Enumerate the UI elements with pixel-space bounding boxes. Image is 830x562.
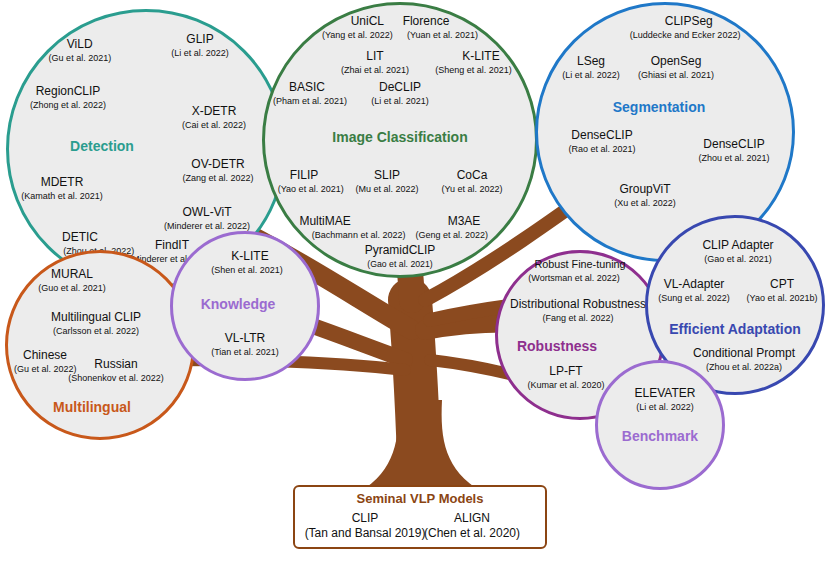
citation-text: (Shonenkov et al. 2022) [68, 374, 164, 384]
citation-text: (Li et al. 2022) [171, 49, 229, 59]
citation-text: (Gu et al. 2021) [49, 54, 112, 64]
citation-text: (Carlsson et al. 2022) [53, 327, 139, 337]
citation-text: (Sheng et al. 2021) [435, 66, 512, 76]
citation-text: (Gu et al. 2022) [14, 365, 77, 375]
citation-text: (Tian et al. 2021) [211, 348, 279, 358]
model-name: RegionCLIP [36, 85, 101, 98]
citation-text: (Zhai et al. 2021) [341, 66, 409, 76]
model-name: GLIP [186, 33, 213, 46]
model-name: Russian [94, 358, 137, 371]
model-name: CLIP [352, 512, 379, 525]
citation-text: (Kamath et al. 2021) [21, 192, 103, 202]
category-heading: Benchmark [622, 429, 698, 444]
category-heading: Efficient Adaptation [669, 322, 801, 337]
model-name: DeCLIP [379, 81, 421, 94]
model-name: CLIPSeg [665, 15, 713, 28]
citation-text: (Gao et al. 2021) [367, 260, 432, 270]
model-name: MDETR [41, 176, 84, 189]
model-name: CoCa [457, 169, 488, 182]
citation-text: (Shen et al. 2021) [211, 266, 283, 276]
citation-text: (Zhou et al. 2021) [698, 154, 769, 164]
model-name: FILIP [290, 169, 319, 182]
knowledge-circle: Knowledge K-LITE (Shen et al. 2021) VL-LTR (… [170, 231, 320, 381]
model-name: MultiMAE [299, 215, 350, 228]
category-heading: Knowledge [201, 297, 276, 312]
model-name: Conditional Prompt [693, 347, 795, 360]
citation-text: (Li et al. 2021) [371, 97, 429, 107]
citation-text: (Zhong et al. 2022) [30, 101, 106, 111]
category-heading: Detection [70, 139, 134, 154]
model-name: MURAL [51, 268, 93, 281]
citation-text: (Rao et al. 2021) [568, 145, 635, 155]
model-name: ALIGN [454, 512, 490, 525]
citation-text: (Yang et al. 2022) [322, 31, 393, 41]
citation-text: (Gao et al. 2021) [704, 255, 772, 265]
model-name: CLIP Adapter [702, 239, 773, 252]
category-heading: Segmentation [613, 100, 706, 115]
category-heading: Robustness [517, 339, 597, 354]
citation-text: (Luddecke and Ecker 2022) [630, 31, 741, 41]
model-name: OV-DETR [191, 158, 244, 171]
model-name: LP-FT [549, 365, 582, 378]
model-name: OWL-ViT [182, 206, 231, 219]
category-heading: Seminal VLP Models [357, 492, 484, 506]
model-name: K-LITE [231, 250, 268, 263]
citation-text: (Fang et al. 2022) [542, 314, 613, 324]
citation-text: (Li et al. 2022) [562, 71, 620, 81]
model-name: ViLD [67, 38, 93, 51]
model-name: Distributional Robustness [510, 298, 646, 311]
model-name: VL-LTR [225, 332, 265, 345]
model-name: BASIC [289, 81, 325, 94]
citation-text: (Cai et al. 2022) [182, 121, 246, 131]
citation-text: (Ghiasi et al. 2021) [638, 71, 714, 81]
citation-text: (Pham et al. 2021) [273, 97, 347, 107]
model-name: VL-Adapter [664, 278, 725, 291]
seminal-models-box: Seminal VLP ModelsCLIP (Tan and Bansal 20… [293, 485, 547, 549]
model-name: (Chen et al. 2020) [424, 527, 520, 540]
citation-text: (Xu et al. 2022) [614, 199, 676, 209]
category-heading: Multilingual [53, 400, 131, 415]
model-name: Florence [403, 15, 450, 28]
model-name: UniCL [351, 15, 384, 28]
model-name: X-DETR [192, 105, 237, 118]
citation-text: (Yu et al. 2022) [441, 185, 502, 195]
model-name: (Tan and Bansal 2019) [305, 527, 426, 540]
model-name: M3AE [448, 215, 481, 228]
citation-text: (Bachmann et al. 2022) [312, 231, 406, 241]
model-name: Chinese [23, 349, 67, 362]
model-name: Robust Fine-tuning [534, 259, 625, 271]
model-name: DenseCLIP [703, 138, 764, 151]
citation-text: (Kumar et al. 2020) [527, 381, 604, 391]
model-name: ELEVATER [635, 387, 696, 400]
model-name: Multilingual CLIP [51, 311, 141, 324]
model-name: LIT [366, 50, 383, 63]
model-name: LSeg [577, 55, 605, 68]
model-name: K-LITE [462, 50, 499, 63]
model-name: SLIP [374, 169, 400, 182]
citation-text: (Sung et al. 2022) [658, 294, 730, 304]
model-name: GroupViT [619, 183, 670, 196]
model-name: DETIC [62, 231, 98, 244]
citation-text: (Li et al. 2022) [636, 403, 694, 413]
category-heading: Image Classification [332, 130, 467, 145]
model-name: CPT [770, 278, 794, 291]
citation-text: (Yao et al. 2021) [278, 185, 344, 195]
citation-text: (Zang et al. 2022) [182, 174, 253, 184]
multilingual-circle: Multilingual MURAL (Guo et al. 2021) Multil… [5, 250, 195, 440]
citation-text: (Zhou et al. 2022a) [706, 363, 782, 373]
model-name: FindIT [155, 239, 189, 252]
citation-text: (Wortsman et al. 2022) [528, 274, 619, 284]
model-name: PyramidCLIP [365, 244, 436, 257]
citation-text: (Mu et al. 2022) [355, 185, 418, 195]
model-name: DenseCLIP [571, 129, 632, 142]
benchmark-circle: Benchmark ELEVATER (Li et al. 2022) [595, 360, 725, 490]
citation-text: (Yao et al. 2021b) [747, 294, 818, 304]
model-name: OpenSeg [651, 55, 702, 68]
citation-text: (Yuan et al. 2021) [407, 31, 478, 41]
citation-text: (Guo et al. 2021) [38, 284, 106, 294]
image-classification-circle: Image Classification UniCL (Yang et al. 20… [262, 2, 538, 278]
citation-text: (Geng et al. 2022) [416, 231, 489, 241]
